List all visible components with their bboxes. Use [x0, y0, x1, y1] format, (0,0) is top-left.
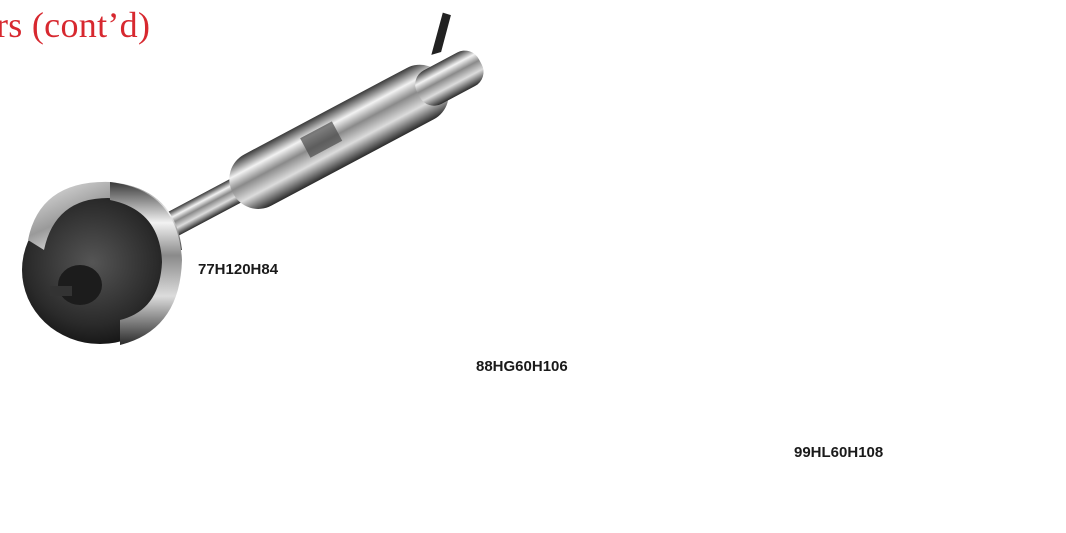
model-label-99hl60h108: 99HL60H108: [794, 444, 884, 461]
model-label-88hg60h106: 88HG60H106: [476, 358, 568, 375]
page-title: rs (cont’d): [0, 5, 151, 45]
model-label-77h120h84: 77H120H84: [198, 261, 279, 278]
grinder-77h120h84: [22, 12, 484, 345]
